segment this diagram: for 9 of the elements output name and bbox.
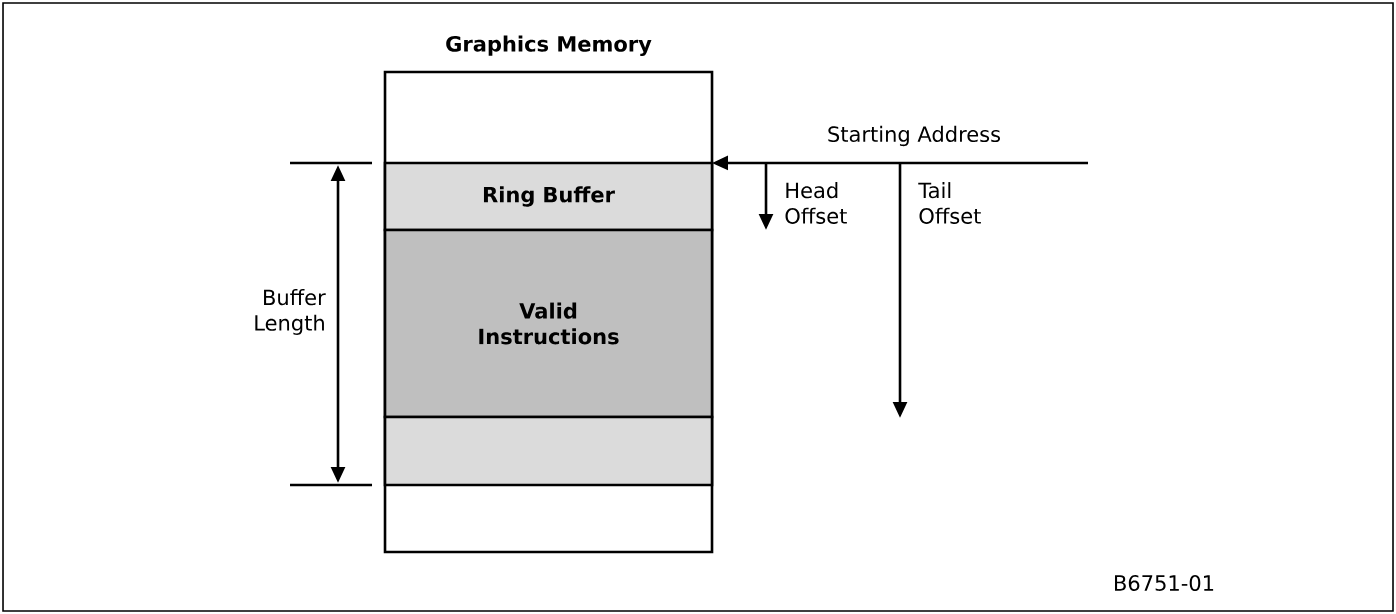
dimension-label: Buffer Length bbox=[255, 289, 326, 335]
edge-label: Starting Address bbox=[828, 125, 1001, 147]
offset-label: Head Offset bbox=[785, 182, 847, 224]
figure-number: B6751-01 bbox=[1115, 575, 1214, 591]
node-label: Graphics Memory bbox=[446, 35, 652, 57]
memory-band bbox=[383, 415, 714, 487]
memory-band: Ring Buffer bbox=[383, 161, 714, 232]
offset-label: Tail Offset bbox=[918, 182, 981, 224]
memory-band: Valid Instructions bbox=[383, 228, 714, 419]
